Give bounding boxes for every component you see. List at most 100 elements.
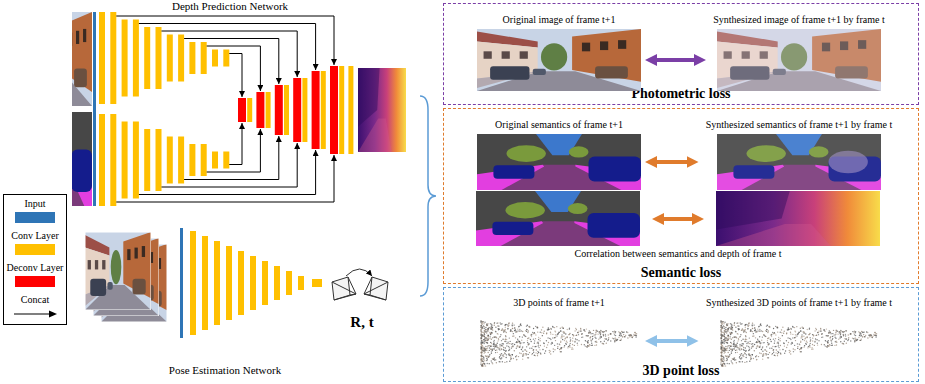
semantics-image — [476, 191, 640, 246]
camera-icon — [364, 277, 372, 294]
conv-layer — [133, 122, 139, 199]
image-illustration — [477, 312, 641, 370]
image-caption: 3D points of frame t+1 — [513, 297, 605, 309]
image-caption: Synthesized semantics of frame t+1 by fr… — [706, 119, 892, 131]
conv-layer — [167, 35, 173, 82]
image-caption: Original image of frame t+1 — [503, 14, 616, 26]
figure-label: Pose Estimation Network — [169, 364, 281, 377]
conv-layer — [156, 129, 162, 191]
pose-output-label: R, t — [350, 313, 373, 331]
conv-layer — [212, 50, 218, 67]
image-illustration — [477, 29, 641, 91]
conv-layer — [178, 137, 184, 184]
figure-label: Correlation between semantics and depth … — [575, 248, 782, 260]
legend-entry: Conv Layer — [4, 230, 66, 255]
image-caption: Synthesized image of frame t+1 by frame … — [713, 14, 884, 26]
conv-layer — [212, 152, 218, 169]
conv-layer — [214, 241, 220, 325]
conv-layer — [250, 256, 256, 310]
concat-line — [184, 39, 279, 85]
legend-swatch — [15, 276, 55, 287]
deconv-layer — [256, 92, 264, 128]
image-illustration — [717, 29, 881, 91]
legend-label: Conv Layer — [4, 230, 66, 242]
concat-line — [162, 31, 298, 77]
conv-layer — [302, 78, 307, 142]
conv-layer — [99, 12, 105, 104]
image-illustration — [717, 134, 881, 190]
camera-icon — [332, 282, 356, 294]
deconv-layer — [238, 98, 246, 122]
concat-line — [207, 46, 261, 91]
concat-line — [139, 24, 316, 71]
conv-layer — [223, 152, 229, 169]
image-panel: 3D points of frame t+1 — [477, 292, 641, 370]
camera-icon — [348, 277, 356, 294]
loss-panel: Photometric lossOriginal image of frame … — [443, 3, 919, 105]
conv-layer — [262, 261, 268, 305]
depth-output — [358, 68, 406, 152]
double-arrow — [660, 217, 696, 221]
input-image — [28, 12, 92, 106]
concat-line — [139, 150, 316, 195]
conv-layer — [190, 231, 196, 335]
conv-layer — [167, 137, 173, 184]
conv-layer — [321, 71, 326, 149]
conv-layer — [298, 276, 304, 290]
conv-layer — [247, 98, 252, 122]
conv-layer — [156, 27, 162, 89]
image-caption: Synthesized 3D points of frame t+1 by fr… — [706, 297, 892, 309]
deconv-layer — [293, 78, 301, 142]
legend-entry: Concat — [4, 294, 66, 319]
conv-layer — [144, 27, 150, 89]
legend-entry: Input — [4, 198, 66, 223]
concat-line — [116, 16, 334, 65]
conv-layer — [122, 20, 128, 97]
conv-layer — [286, 271, 292, 295]
double-arrow — [653, 160, 691, 164]
legend-label: Deconv Layer — [4, 262, 66, 274]
input-bar — [93, 12, 96, 206]
conv-layer — [348, 66, 353, 154]
double-arrow — [653, 58, 698, 62]
legend-arrow — [12, 309, 58, 319]
concat-line — [229, 123, 242, 165]
camera-icon — [364, 294, 386, 300]
input-semantics — [28, 112, 92, 206]
loss-heading: Semantic loss — [444, 265, 918, 281]
camera-icon — [334, 294, 356, 300]
curly-bracket — [420, 96, 436, 296]
deconv-layer — [312, 71, 320, 149]
conv-layer — [202, 236, 208, 330]
conv-layer — [266, 92, 271, 128]
motion-arrow — [346, 269, 372, 276]
conv-layer — [274, 266, 280, 300]
legend-entry: Deconv Layer — [4, 262, 66, 287]
legend-label: Concat — [4, 294, 66, 306]
double-arrow — [653, 339, 691, 343]
concat-line — [184, 136, 279, 180]
conv-layer — [223, 50, 229, 67]
concat-line — [229, 54, 242, 98]
concat-line — [162, 143, 298, 187]
figure-label: Depth Prediction Network — [172, 0, 288, 13]
conv-layer — [189, 144, 195, 176]
conv-layer — [133, 20, 139, 97]
image-panel: Original image of frame t+1 — [477, 9, 641, 91]
loss-panel: 3D point loss3D points of frame t+1Synth… — [443, 287, 919, 382]
legend-swatch — [15, 244, 55, 255]
camera-icon — [364, 282, 388, 294]
image-caption: Original semantics of frame t+1 — [495, 119, 623, 131]
input-bar — [180, 228, 183, 338]
image-panel: Original semantics of frame t+1 — [477, 114, 641, 190]
legend-box: InputConv LayerDeconv LayerConcat — [3, 194, 67, 325]
conv-layer — [178, 35, 184, 82]
image-panel: Synthesized 3D points of frame t+1 by fr… — [703, 292, 896, 370]
conv-layer — [110, 12, 116, 104]
conv-layer — [99, 114, 105, 206]
conv-layer — [226, 246, 232, 320]
conv-layer — [189, 42, 195, 74]
conv-layer — [144, 129, 150, 191]
conv-layer — [201, 42, 207, 74]
